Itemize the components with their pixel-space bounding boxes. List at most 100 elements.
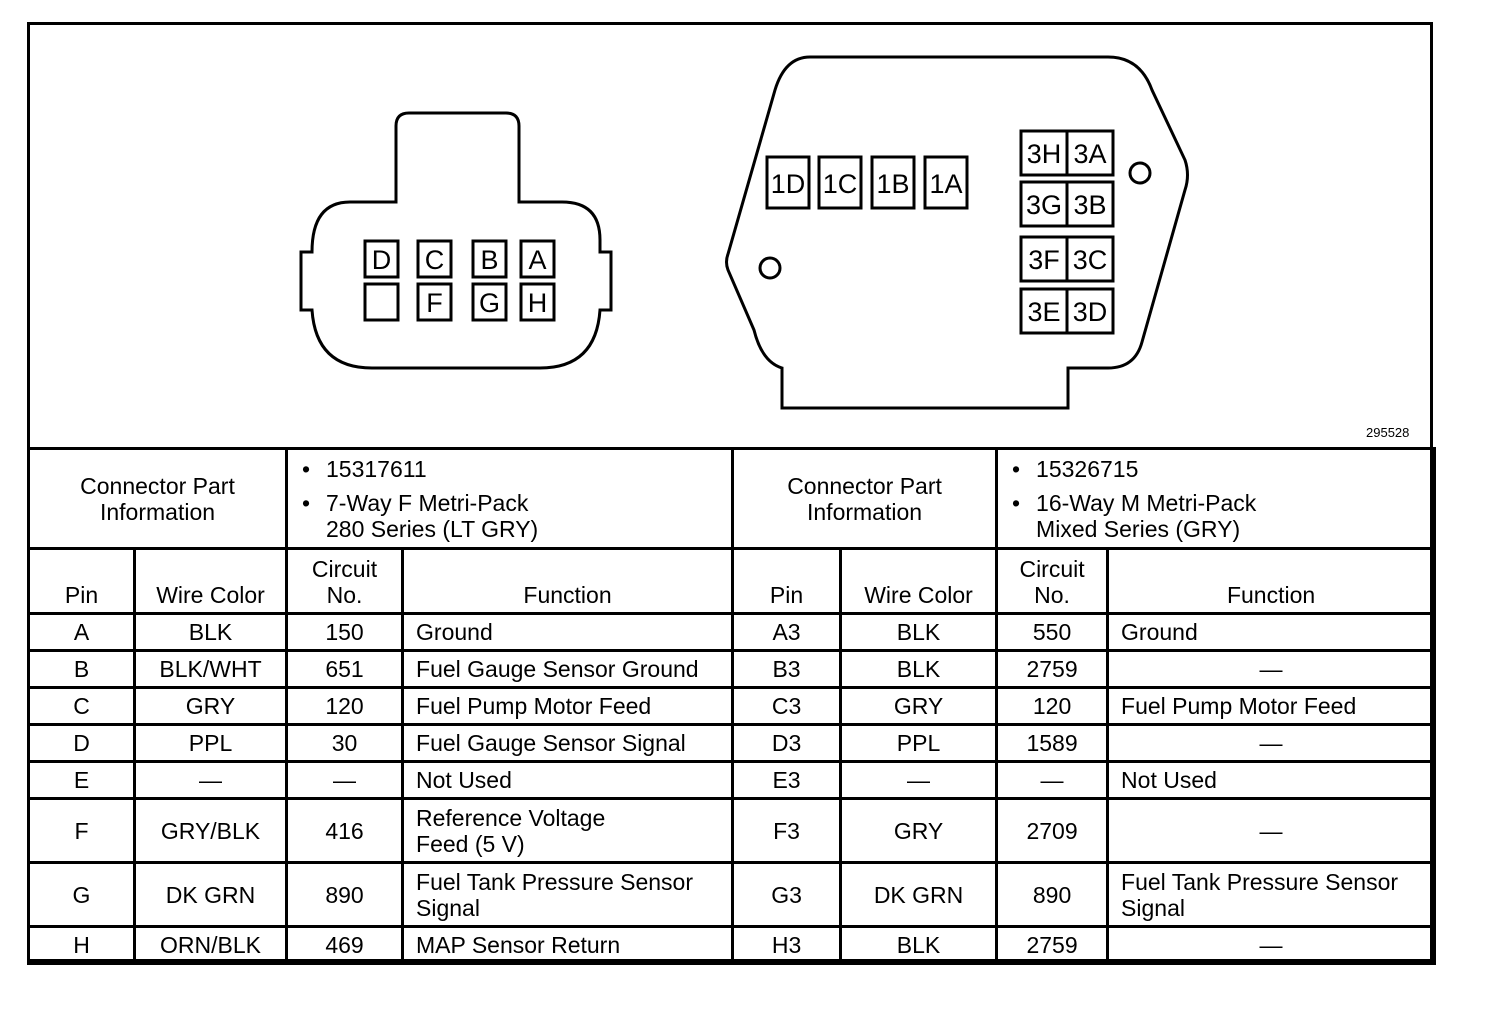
figure-id: 295528 <box>1366 425 1410 440</box>
table-row: B BLK/WHT 651 Fuel Gauge Sensor Ground B… <box>27 649 1437 689</box>
wire-color-cell: DK GRN <box>839 861 999 928</box>
header-wire-color-left: Wire Color <box>132 547 289 615</box>
pin-cell: H <box>27 925 136 965</box>
pin-label-f: F <box>426 288 443 318</box>
pin-label-a: A <box>528 245 546 275</box>
pin-cell: A3 <box>731 612 843 652</box>
pin-label-3f: 3F <box>1028 245 1060 275</box>
circuit-cell: 550 <box>995 612 1110 652</box>
right-description-line1: 16-Way M Metri-Pack <box>1012 490 1425 516</box>
table-row: D PPL 30 Fuel Gauge Sensor Signal D3 PPL… <box>27 723 1437 763</box>
pin-cell: E <box>27 760 136 800</box>
left-connector-labels: D C B A F G H <box>372 245 548 318</box>
circuit-cell: 120 <box>995 686 1110 726</box>
cavity-3a <box>1065 129 1115 177</box>
circuit-cell: 2759 <box>995 925 1110 965</box>
wire-color-cell: — <box>839 760 999 800</box>
wire-color-cell: BLK <box>839 649 999 689</box>
function-cell: Ground <box>1106 612 1437 652</box>
pin-label-3e: 3E <box>1027 297 1060 327</box>
pin-label-d: D <box>372 245 392 275</box>
circuit-cell: 120 <box>285 686 405 726</box>
circuit-cell: 30 <box>285 723 405 763</box>
pin-label-1b: 1B <box>876 169 909 199</box>
header-function-right: Function <box>1106 547 1437 615</box>
pin-label-h: H <box>528 288 548 318</box>
pin-label-1d: 1D <box>771 169 806 199</box>
pin-label-1c: 1C <box>823 169 858 199</box>
circuit-cell: 2759 <box>995 649 1110 689</box>
left-description-line1: 7-Way F Metri-Pack <box>302 490 723 516</box>
connector-info-row: Connector Part Information 15317611 7-Wa… <box>26 447 1437 550</box>
left-description-line2: 280 Series (LT GRY) <box>326 516 539 542</box>
function-cell: — <box>1106 649 1437 689</box>
pin-label-3g: 3G <box>1026 190 1062 220</box>
header-function-left: Function <box>401 547 735 615</box>
function-cell: — <box>1106 797 1437 864</box>
pin-label-3c: 3C <box>1073 245 1108 275</box>
left-part-number: 15317611 <box>302 456 723 482</box>
pin-label-1a: 1A <box>929 169 962 199</box>
left-info: 15317611 7-Way F Metri-Pack 280 Series (… <box>285 447 735 550</box>
pin-cell: H3 <box>731 925 843 965</box>
right-connector-cavities <box>765 129 1115 335</box>
cavity-1b <box>870 155 916 210</box>
wire-color-cell: GRY <box>839 686 999 726</box>
cavity-g <box>471 282 508 322</box>
pin-label-g: G <box>479 288 500 318</box>
function-cell: Fuel Pump Motor Feed <box>1106 686 1437 726</box>
wire-color-cell: GRY <box>839 797 999 864</box>
wire-color-cell: — <box>132 760 289 800</box>
left-connector-cavities <box>363 239 556 322</box>
cavity-a <box>519 239 556 279</box>
pin-label-3h: 3H <box>1027 139 1062 169</box>
cavity-1c <box>817 155 863 210</box>
circuit-cell: — <box>285 760 405 800</box>
circuit-cell: — <box>995 760 1110 800</box>
cavity-d <box>363 239 400 279</box>
function-cell: Fuel Gauge Sensor Signal <box>401 723 735 763</box>
table-row: A BLK 150 Ground A3 BLK 550 Ground <box>27 612 1437 652</box>
right-info-label: Connector Part Information <box>731 447 999 550</box>
function-cell: Not Used <box>1106 760 1437 800</box>
pin-cell: B <box>27 649 136 689</box>
header-pin-right: Pin <box>731 547 843 615</box>
pin-cell: D <box>27 723 136 763</box>
cavity-3d <box>1065 287 1115 335</box>
circuit-cell: 1589 <box>995 723 1110 763</box>
circuit-cell: 2709 <box>995 797 1110 864</box>
function-cell: Fuel Pump Motor Feed <box>401 686 735 726</box>
wire-color-cell: GRY/BLK <box>132 797 289 864</box>
header-wire-color-right: Wire Color <box>839 547 999 615</box>
pin-label-c: C <box>425 245 445 275</box>
cavity-e <box>363 282 400 322</box>
function-cell: Fuel Gauge Sensor Ground <box>401 649 735 689</box>
connector-face-diagram: D C B A F G H 1D 1C 1B 1A 3H 3A 3G 3B 3F… <box>299 55 1189 410</box>
right-info: 15326715 16-Way M Metri-Pack Mixed Serie… <box>995 447 1437 550</box>
function-cell: — <box>1106 925 1437 965</box>
cavity-1a <box>923 155 969 210</box>
pin-label-3d: 3D <box>1073 297 1108 327</box>
pin-cell: C3 <box>731 686 843 726</box>
left-info-label: Connector Part Information <box>26 447 289 550</box>
pin-cell: F3 <box>731 797 843 864</box>
pin-cell: E3 <box>731 760 843 800</box>
cavity-b <box>471 239 508 279</box>
mounting-hole-right <box>1128 161 1152 185</box>
circuit-cell: 651 <box>285 649 405 689</box>
cavity-c <box>416 239 453 279</box>
function-cell: Not Used <box>401 760 735 800</box>
mounting-hole-left <box>758 256 782 280</box>
table-row: H ORN/BLK 469 MAP Sensor Return H3 BLK 2… <box>27 925 1437 965</box>
wire-color-cell: BLK <box>839 612 999 652</box>
pin-cell: G <box>27 861 136 928</box>
wire-color-cell: BLK/WHT <box>132 649 289 689</box>
table-row: C GRY 120 Fuel Pump Motor Feed C3 GRY 12… <box>27 686 1437 726</box>
function-cell: Ground <box>401 612 735 652</box>
function-cell: MAP Sensor Return <box>401 925 735 965</box>
wire-color-cell: GRY <box>132 686 289 726</box>
